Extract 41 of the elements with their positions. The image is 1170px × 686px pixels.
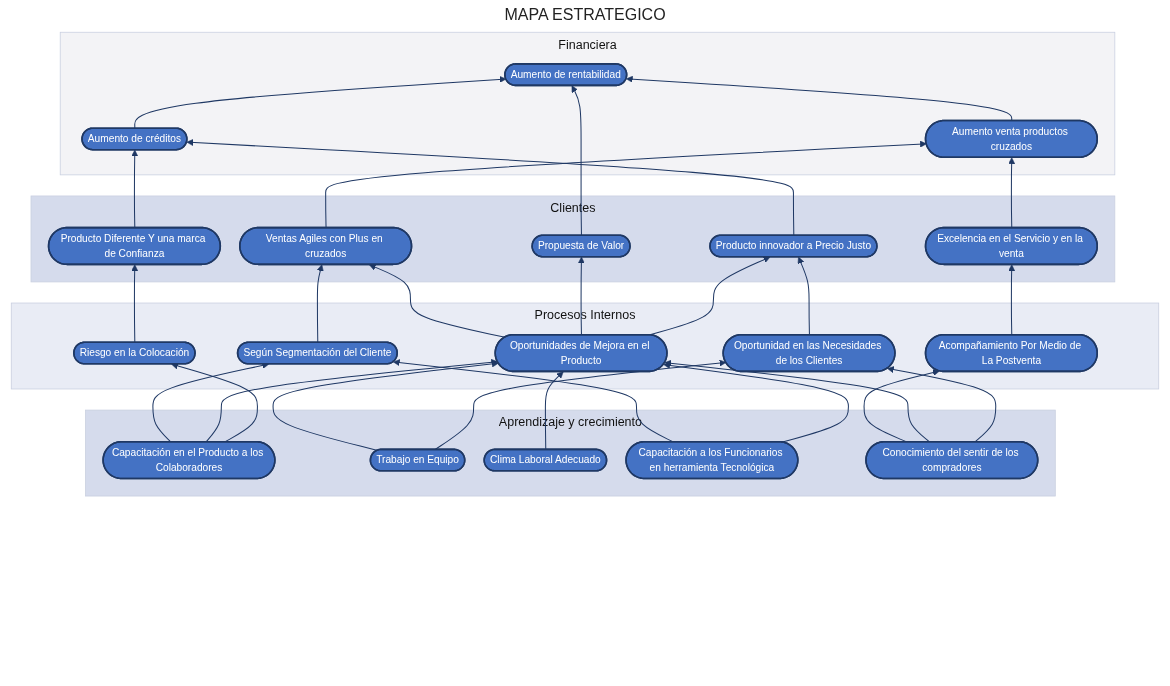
arrow (434, 359, 727, 451)
oval-node: Según Segmentación del Cliente (236, 341, 398, 365)
arrow (272, 360, 499, 451)
oval-node: Capacitación en el Producto a los Colaboradores (102, 440, 276, 480)
arrow (134, 75, 507, 130)
diagram-title: MAPA ESTRATEGICO (503, 6, 667, 24)
oval-node: Oportunidad en las Necesidades de los Clientes (722, 333, 896, 373)
arrow (131, 264, 139, 344)
oval-node: Propuesta de Valor (531, 234, 631, 258)
arrow (316, 264, 324, 344)
oval-node: Producto innovador a Precio Justo (709, 234, 878, 258)
oval-node: Capacitación a los Funcionarios en herramienta Tecnológica (625, 440, 799, 480)
arrow (626, 75, 1013, 122)
oval-node: Trabajo en Equipo (369, 448, 466, 472)
arrow (1008, 264, 1016, 336)
arrow (663, 361, 849, 443)
arrow (1008, 157, 1016, 229)
oval-node: Conocimiento del sentir de los compradores (865, 440, 1039, 480)
arrow (325, 140, 927, 229)
oval-node: Riesgo en la Colocación (73, 341, 196, 365)
arrow (186, 139, 795, 237)
arrow (664, 359, 931, 443)
arrow (577, 256, 585, 336)
oval-node: Aumento venta productos cruzados (924, 119, 1099, 159)
arrow (131, 149, 139, 229)
arrow (152, 362, 269, 443)
oval-node: Ventas Agiles con Plus en cruzados (239, 226, 413, 266)
arrow (863, 369, 940, 443)
arrow (544, 371, 564, 451)
oval-node: Acompañamiento Por Medio de La Postventa (924, 333, 1099, 373)
arrow (571, 85, 582, 237)
arrow (171, 362, 258, 443)
oval-node: Producto Diferente Y una marca de Confianza (47, 226, 222, 266)
arrow (887, 366, 997, 443)
oval-node: Aumento de créditos (81, 127, 188, 151)
oval-node: Excelencia en el Servicio y en la venta (924, 226, 1099, 266)
arrow (369, 263, 506, 338)
oval-node: Oportunidades de Mejora en el Producto (494, 333, 668, 373)
arrow (797, 256, 810, 336)
oval-node: Aumento de rentabilidad (504, 63, 628, 87)
oval-node: Clima Laboral Adecuado (483, 448, 608, 472)
